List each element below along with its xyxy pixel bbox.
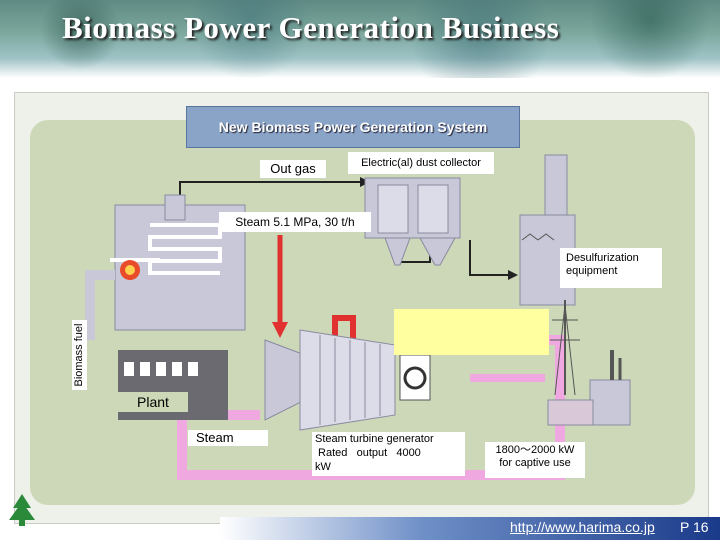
turbine-line-1: Steam turbine generator [315,432,465,446]
system-title: New Biomass Power Generation System [186,106,520,148]
website-link[interactable]: http://www.harima.co.jp [510,519,655,535]
page-number: P 16 [680,519,709,535]
out-gas-line [180,182,360,205]
harima-logo [3,492,41,538]
fuel-feed [90,275,115,340]
desulfurization-label: Desulfurization equipment [560,248,662,288]
captive-label: 1800～2000 kW for captive use [485,442,585,478]
factory-building [590,380,630,425]
turbine-label: Steam turbine generator Rated output 400… [312,432,465,476]
steam-label: Steam [188,430,268,446]
dust-collector-label: Electric(al) dust collector [348,152,494,174]
turbine-line-3: kW [315,460,465,474]
out-gas-label: Out gas [260,160,326,178]
captive-line-1: 1800～2000 kW [485,444,585,457]
biomass-fuel-label: Biomass fuel [72,320,87,390]
steam-spec-label: Steam 5.1 MPa, 30 t/h [219,212,371,232]
harima-logo-icon [3,492,41,538]
steam-turbine [265,340,305,420]
plant-label: Plant [118,392,188,412]
to-desulf-arrow [508,270,518,280]
highlight-box [394,309,549,355]
desulfurization-line-2: equipment [566,265,662,278]
to-desulf-line [470,240,510,275]
desulfurization-line-1: Desulfurization [566,252,662,265]
captive-line-2: for captive use [485,457,585,470]
desulfurization-tower [545,155,567,215]
turbine-line-2: Rated output 4000 [315,446,465,460]
